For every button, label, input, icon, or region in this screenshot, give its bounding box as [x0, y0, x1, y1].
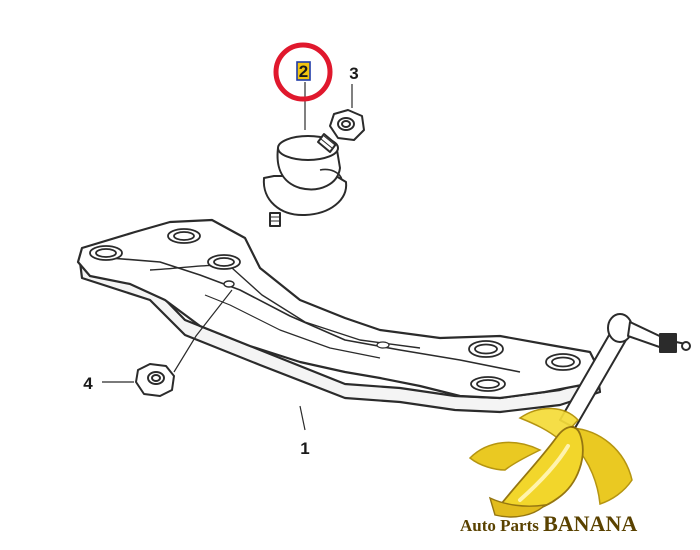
mount-hole [89, 245, 123, 261]
highlight-box [296, 61, 311, 81]
mount-hole [545, 353, 581, 371]
highlight-circle [273, 42, 333, 102]
brand-wordmark: Auto Parts BANANA [460, 511, 637, 536]
flange-nut-part[interactable] [135, 363, 175, 397]
stabilizer-link [559, 313, 691, 429]
leader-lines [102, 82, 353, 431]
callout-label-2[interactable]: 2 [299, 62, 308, 81]
callout-label-4[interactable]: 4 [83, 374, 93, 393]
mount-hole [468, 340, 504, 358]
leader-line-4b [173, 289, 233, 373]
slot-hole [376, 341, 390, 349]
mount-hole [470, 376, 506, 392]
banana-logo-icon [468, 407, 633, 518]
callout-labels: 2 3 4 1 [83, 42, 359, 458]
brand-main: BANANA [543, 511, 637, 536]
callout-label-3[interactable]: 3 [349, 64, 358, 83]
callout-label-1[interactable]: 1 [300, 439, 309, 458]
center-bore [223, 280, 235, 288]
mount-hole [167, 228, 201, 244]
hex-nut-part[interactable] [329, 109, 365, 141]
brand-prefix: Auto Parts [460, 516, 543, 535]
engine-mount-part[interactable] [262, 133, 348, 227]
mount-hole [207, 254, 241, 270]
leader-line-1 [299, 405, 306, 431]
crossmember-part[interactable] [76, 218, 602, 414]
